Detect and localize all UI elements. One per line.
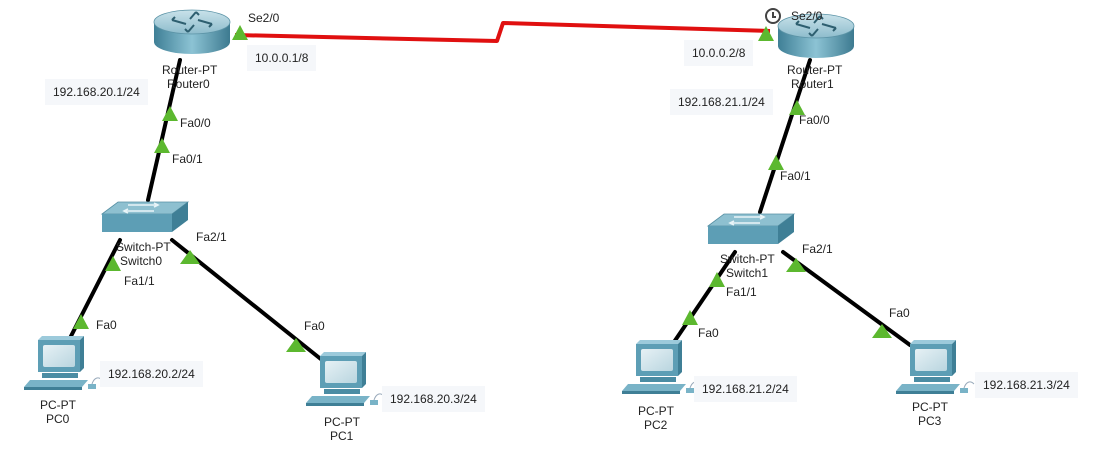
router0-serial-port-label: Se2/0 xyxy=(248,11,280,25)
pc1-model-label: PC-PT xyxy=(324,415,360,429)
port-up-indicator xyxy=(180,250,200,264)
router1-name-label: Router1 xyxy=(791,77,834,91)
port-up-indicator xyxy=(872,324,892,338)
clock-icon xyxy=(765,8,781,24)
router1-model-label: Router-PT xyxy=(787,63,843,77)
serial-link-router0-router1[interactable] xyxy=(234,21,771,43)
switch0-port-b-label: Fa2/1 xyxy=(196,230,227,244)
pc2-icon[interactable] xyxy=(621,339,701,395)
port-up-indicator xyxy=(758,26,774,41)
switch1-model-label: Switch-PT xyxy=(720,252,775,266)
switch1-icon[interactable] xyxy=(707,213,795,245)
switch1-port-a-label: Fa1/1 xyxy=(726,285,757,299)
port-up-indicator xyxy=(105,256,121,271)
link-router0-switch0[interactable] xyxy=(146,58,182,202)
pc3-ip-label: 192.168.21.3/24 xyxy=(975,372,1078,398)
router0-model-label: Router-PT xyxy=(162,63,218,77)
router0-lan-ip-label: 192.168.20.1/24 xyxy=(45,79,148,105)
port-up-indicator xyxy=(709,272,725,287)
pc3-icon[interactable] xyxy=(895,339,975,395)
port-up-indicator xyxy=(162,106,178,121)
pc0-model-label: PC-PT xyxy=(40,398,76,412)
switch1-uplink-port-label: Fa0/1 xyxy=(780,169,811,183)
pc2-ip-label: 192.168.21.2/24 xyxy=(694,376,797,402)
router1-serial-port-label: Se2/0 xyxy=(791,9,823,23)
pc1-name-label: PC1 xyxy=(330,429,354,443)
switch0-uplink-port-label: Fa0/1 xyxy=(172,152,203,166)
port-up-indicator xyxy=(154,138,170,153)
link-switch1-pc2[interactable] xyxy=(670,250,737,347)
switch0-icon[interactable] xyxy=(101,201,189,233)
pc2-port-label: Fa0 xyxy=(698,326,719,340)
router0-icon[interactable] xyxy=(153,9,231,55)
pc3-model-label: PC-PT xyxy=(912,400,948,414)
router1-serial-ip-label: 10.0.0.2/8 xyxy=(684,40,754,66)
pc2-name-label: PC2 xyxy=(644,418,668,432)
port-up-indicator xyxy=(73,314,89,329)
port-up-indicator xyxy=(768,155,784,170)
link-switch1-pc3[interactable] xyxy=(781,250,912,347)
pc2-model-label: PC-PT xyxy=(638,404,674,418)
port-up-indicator xyxy=(682,310,698,325)
port-up-indicator xyxy=(232,25,248,40)
switch0-name-label: Switch0 xyxy=(120,254,163,268)
router1-lan-port-label: Fa0/0 xyxy=(799,113,830,127)
router0-serial-ip-label: 10.0.0.1/8 xyxy=(247,45,317,71)
port-up-indicator xyxy=(286,338,306,352)
switch1-name-label: Switch1 xyxy=(726,266,769,280)
pc1-icon[interactable] xyxy=(305,351,385,407)
switch0-model-label: Switch-PT xyxy=(116,240,171,254)
router1-lan-ip-label: 192.168.21.1/24 xyxy=(670,89,773,115)
pc1-ip-label: 192.168.20.3/24 xyxy=(382,386,485,412)
switch1-port-b-label: Fa2/1 xyxy=(802,242,833,256)
switch0-port-a-label: Fa1/1 xyxy=(124,274,155,288)
pc3-port-label: Fa0 xyxy=(889,306,910,320)
port-up-indicator xyxy=(786,258,806,272)
pc0-ip-label: 192.168.20.2/24 xyxy=(100,361,203,387)
pc0-icon[interactable] xyxy=(23,335,103,391)
router0-lan-port-label: Fa0/0 xyxy=(180,116,211,130)
link-router1-switch1[interactable] xyxy=(758,58,812,214)
pc0-port-label: Fa0 xyxy=(96,318,117,332)
pc1-port-label: Fa0 xyxy=(304,319,325,333)
port-up-indicator xyxy=(789,100,805,115)
router0-name-label: Router0 xyxy=(167,77,210,91)
pc3-name-label: PC3 xyxy=(918,414,942,428)
pc0-name-label: PC0 xyxy=(46,412,70,426)
